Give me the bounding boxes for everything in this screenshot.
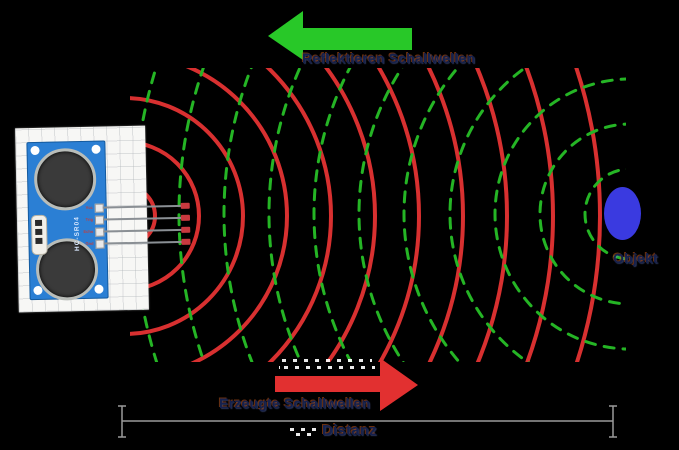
emitted-wave-arc xyxy=(426,68,465,362)
crystal-oscillator xyxy=(30,214,48,256)
emitted-sound-waves xyxy=(130,68,602,362)
pcb-hole xyxy=(91,144,101,154)
emitted-wave-arc xyxy=(376,68,421,362)
emitted-waves-arrow xyxy=(275,358,418,411)
pin-tip xyxy=(180,202,190,209)
emitted-wave-arc xyxy=(474,68,509,362)
ultrasonic-sensor: HC-SR04 Vcc Trig Echo Gnd xyxy=(15,125,191,314)
sensor-pin: Vcc xyxy=(80,202,190,213)
reflected-wave-arc xyxy=(177,68,206,362)
sensor-pin: Gnd xyxy=(80,238,191,249)
pin-tip xyxy=(180,214,191,221)
reflected-waves-arrow xyxy=(268,11,412,60)
reflected-wave-arc xyxy=(312,68,353,362)
pcb-hole xyxy=(30,145,40,156)
reflected-wave-arc xyxy=(493,77,626,351)
emitted-wave-arc xyxy=(524,68,555,362)
pin-label: Trig xyxy=(85,216,94,222)
reflected-wave-arc xyxy=(583,167,626,261)
pcb-hole xyxy=(94,284,104,294)
pin-label: Vcc xyxy=(85,204,93,210)
pin-label: Echo xyxy=(83,228,94,234)
transducer-top xyxy=(33,147,97,211)
sensor-pin: Echo xyxy=(80,226,191,237)
emitted-wave-arc xyxy=(130,140,201,292)
text-artifact xyxy=(279,366,375,369)
text-artifact xyxy=(293,433,313,436)
text-artifact xyxy=(282,359,372,362)
sensor-pin: Trig xyxy=(80,214,191,225)
distance-label: Distanz xyxy=(322,422,377,439)
pin-tip xyxy=(181,226,191,233)
emitted-wave-arc xyxy=(265,68,333,362)
pin-label: Gnd xyxy=(85,240,94,246)
emitted-wave-arc xyxy=(185,68,289,362)
emitted-wave-arc xyxy=(130,96,245,336)
reflected-wave-arc xyxy=(222,68,254,362)
distance-bracket xyxy=(118,405,617,438)
target-object xyxy=(604,187,641,240)
emitted-wave-arc xyxy=(574,68,602,362)
reflected-wave-arc xyxy=(402,68,462,362)
emitted-waves-label: Erzeugte Schallwellen xyxy=(219,395,371,411)
pin-tip xyxy=(181,238,191,245)
text-artifact xyxy=(290,428,316,431)
emitted-wave-arc xyxy=(130,184,157,248)
object-label: Objekt xyxy=(613,250,658,266)
reflected-waves-label: Reflektieren Schallwellen xyxy=(302,50,476,66)
emitted-wave-arc xyxy=(323,68,377,362)
